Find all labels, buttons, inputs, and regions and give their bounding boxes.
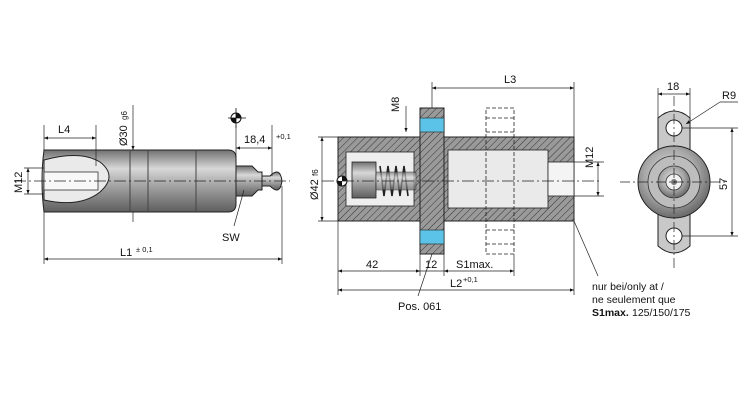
note-line-2: ne seulement que (592, 294, 676, 306)
dim-d42-tol: f6 (311, 169, 320, 176)
dim-m12-right: M12 (584, 147, 596, 168)
note-line-1: nur bei/only at / (592, 281, 664, 293)
position-symbol (228, 108, 246, 128)
dim-l2-tol: +0,1 (463, 275, 478, 284)
alt-position-outline (485, 107, 515, 255)
dim-12: 12 (425, 259, 437, 271)
dim-l1-tol: ± 0,1 (136, 245, 153, 254)
dim-57: 57 (718, 178, 730, 190)
dim-l2: L2 (450, 278, 462, 290)
dim-18: 18 (667, 81, 679, 93)
dim-l1: L1 (120, 247, 132, 259)
dim-s1max: S1max. (456, 259, 493, 271)
dim-42: 42 (366, 259, 378, 271)
dim-18-4-tol: +0,1 (276, 132, 291, 141)
dim-l3: L3 (504, 74, 516, 86)
dim-m12-left: M12 (13, 172, 25, 193)
bolt-view: L4 M12 Ø30 g6 18,4 +0,1 SW (13, 105, 291, 264)
dim-d30-tol: g6 (120, 111, 129, 120)
flange-blue-top (419, 117, 445, 133)
note-line-3-rest: 125/150/175 (632, 307, 691, 319)
housing-section-view: M8 L3 M12 Ø42 f6 42 12 S1max. L2 (309, 74, 604, 313)
plunger (351, 161, 377, 199)
label-sw: SW (222, 232, 240, 244)
label-pos-061: Pos. 061 (398, 301, 441, 313)
dim-r9: R9 (722, 90, 736, 102)
note-line-3-bold: S1max. (592, 307, 629, 319)
dim-d30: Ø30 (118, 125, 130, 146)
flange-blue-bottom (419, 229, 445, 245)
dim-18-4: 18,4 (244, 134, 265, 146)
dim-d42: Ø42 (309, 179, 321, 200)
flange-end-view: 18 R9 57 (620, 81, 738, 268)
dim-l4: L4 (58, 124, 70, 136)
dim-m8: M8 (390, 97, 402, 112)
note-block: nur bei/only at / ne seulement que S1max… (592, 281, 691, 319)
